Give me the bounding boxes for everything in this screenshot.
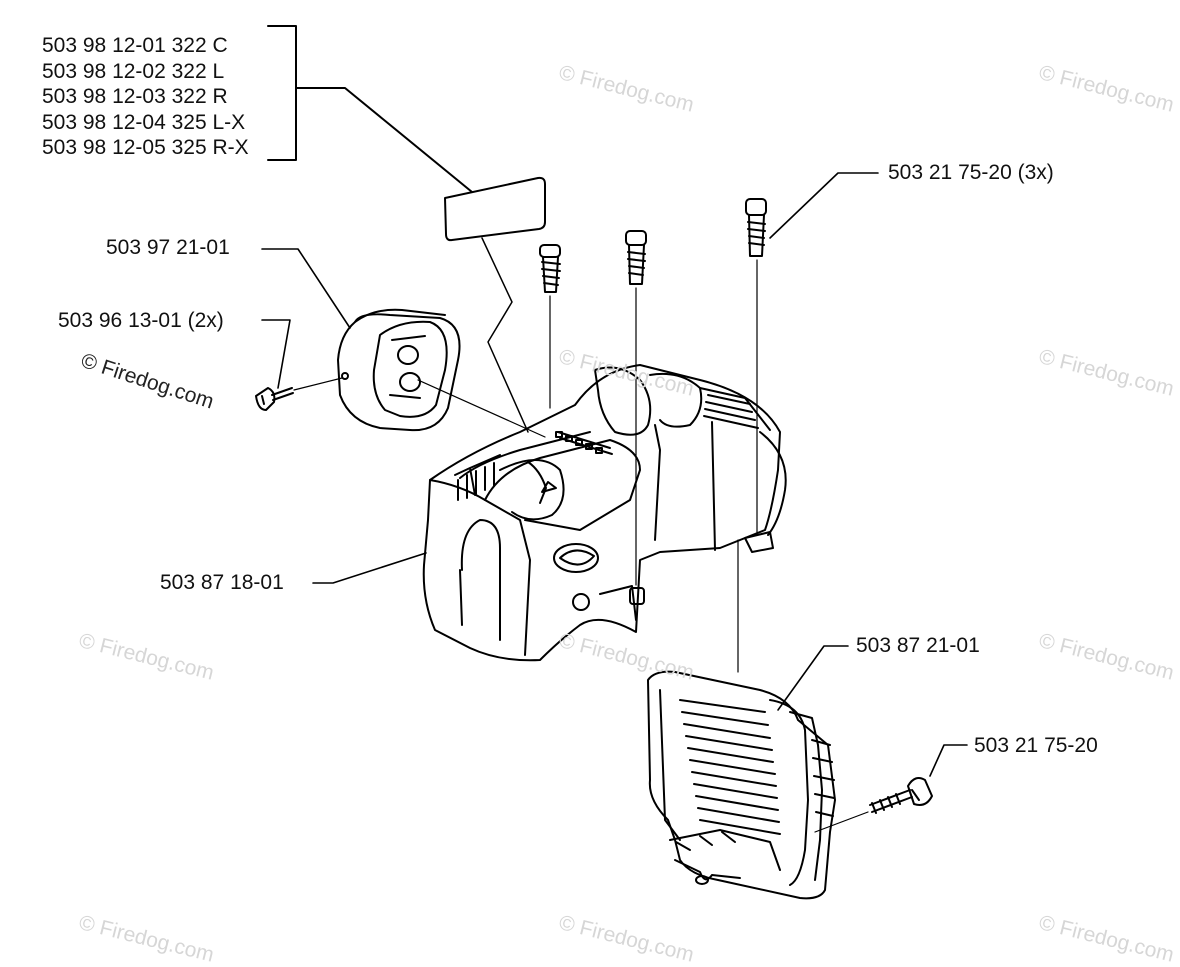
screw-icon: [814, 777, 933, 833]
decal-part-number: 503 98 12-02 322 L: [42, 59, 225, 83]
decal-part-list: 503 98 12-01 322 C 503 98 12-02 322 L 50…: [42, 33, 249, 161]
screw-icon: [625, 230, 647, 586]
screw-icon: [745, 198, 767, 536]
decal-part-number: 503 98 12-05 325 R-X: [42, 136, 249, 159]
cylinder-cover-label: 503 87 18-01: [160, 571, 284, 594]
front-cover-label: 503 97 21-01: [106, 236, 230, 259]
decal-list-bracket: [267, 25, 473, 193]
front-cover-icon: [337, 308, 546, 438]
rear-cover-icon: [647, 670, 836, 900]
decal-part-number: 503 98 12-01 322 C: [42, 34, 228, 57]
screw-single-label: 503 21 75-20: [974, 734, 1098, 757]
screw-3x-label: 503 21 75-20 (3x): [888, 161, 1054, 184]
screw-2x-label: 503 96 13-01 (2x): [58, 309, 224, 332]
decal-part-number: 503 98 12-03 322 R: [42, 85, 228, 108]
decal-icon: [444, 176, 546, 242]
decal-part-number: 503 98 12-04 325 L-X: [42, 110, 246, 134]
rear-cover-label: 503 87 21-01: [856, 634, 980, 657]
cylinder-cover-icon: [422, 364, 787, 673]
screw-icon: [255, 377, 343, 411]
exploded-parts-diagram: [255, 25, 968, 900]
screw-icon: [539, 244, 561, 409]
